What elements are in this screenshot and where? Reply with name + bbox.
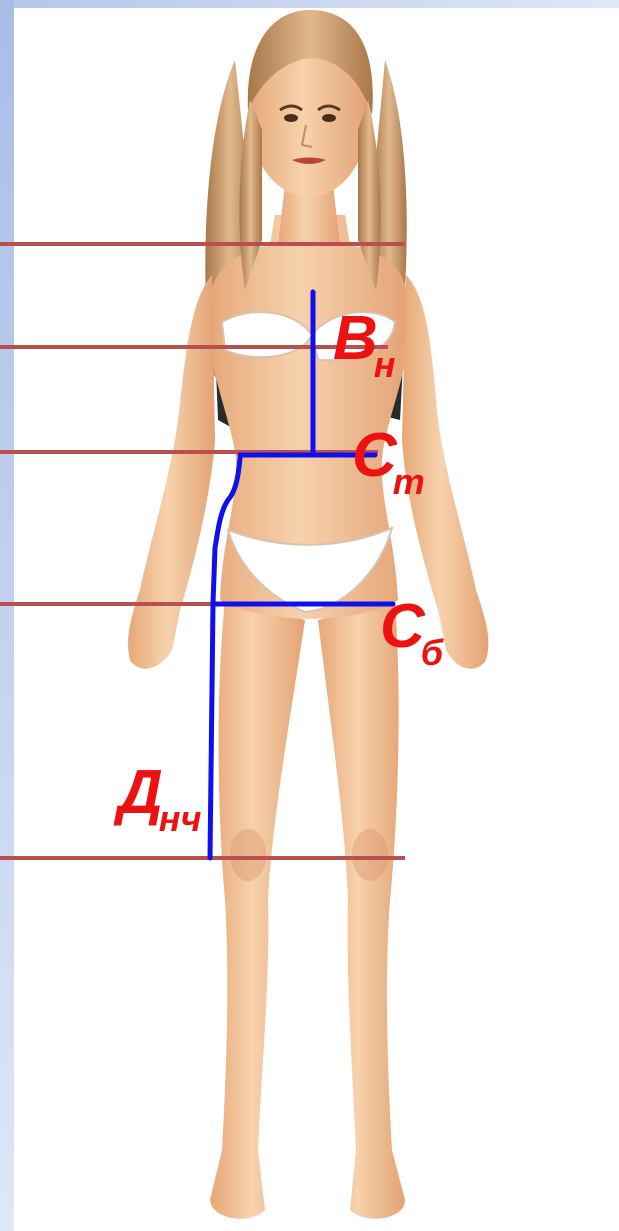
label-st-main: С: [352, 421, 397, 490]
label-dnch: Днч: [118, 762, 202, 837]
label-sb-sub: б: [420, 632, 444, 673]
head: [239, 10, 381, 290]
label-dnch-main: Д: [118, 758, 163, 827]
arms: [128, 275, 489, 669]
background-top-gradient: [0, 0, 619, 8]
measure-line-dnch: [207, 601, 216, 861]
label-vn-sub: н: [373, 344, 396, 385]
background-left-gradient: [0, 0, 14, 1231]
label-vn: Вн: [333, 308, 396, 383]
bikini: [220, 311, 397, 614]
label-st: Ст: [352, 425, 425, 500]
label-vn-main: В: [333, 304, 378, 373]
measure-line-side: [210, 455, 243, 606]
measure-lines: [207, 289, 396, 861]
label-sb: Сб: [380, 596, 443, 671]
legs: [210, 600, 405, 1219]
label-sb-main: С: [380, 592, 425, 661]
label-st-sub: т: [392, 461, 425, 502]
label-dnch-sub: нч: [158, 798, 202, 839]
